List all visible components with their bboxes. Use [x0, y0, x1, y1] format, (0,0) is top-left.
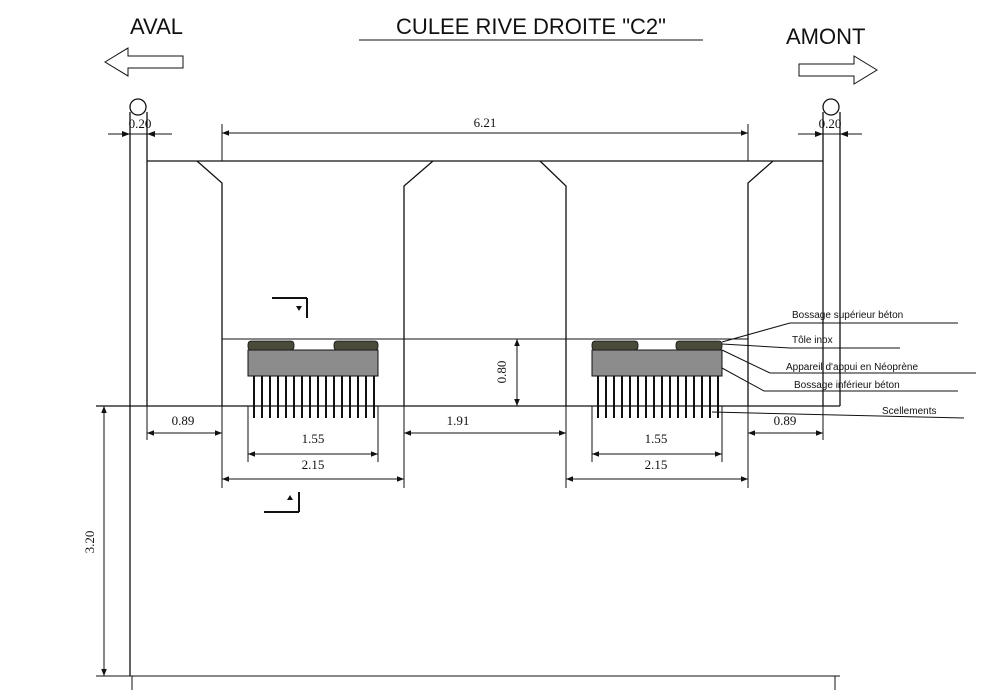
- annotation-bossage-inferieur: Bossage inférieur béton: [721, 367, 958, 392]
- left-direction-label: AVAL: [130, 14, 183, 39]
- section-marker-bottom: [264, 492, 300, 513]
- left-direction-arrow-icon: [104, 47, 184, 77]
- svg-text:6.21: 6.21: [474, 115, 497, 130]
- annotation-appareil-appui: Appareil d'appui en Néoprène: [721, 349, 976, 374]
- right-bearing-group: [591, 340, 723, 418]
- annotation-tole-inox: Tôle inox: [721, 335, 900, 349]
- dim-bearing-height: 0.80: [494, 339, 520, 406]
- annotation-bossage-superieur: Bossage supérieur béton: [721, 310, 958, 343]
- dim-right-overhang: 0.89: [747, 406, 824, 488]
- svg-text:Tôle inox: Tôle inox: [792, 335, 833, 346]
- section-marker-top: [272, 297, 308, 318]
- dim-overall-width: 6.21: [221, 115, 749, 161]
- dim-right-beam-width: 2.15: [566, 457, 748, 482]
- dim-left-overhang: 0.89: [146, 406, 223, 488]
- left-bearing-group: [247, 340, 379, 418]
- drawing-title: CULEE RIVE DROITE "C2": [396, 14, 666, 39]
- dim-left-post-width: 0.20: [108, 116, 172, 137]
- right-direction-arrow-icon: [798, 55, 878, 85]
- svg-text:2.15: 2.15: [645, 457, 668, 472]
- annotation-scellements: Scellements: [711, 406, 965, 419]
- svg-text:0.89: 0.89: [774, 413, 797, 428]
- dim-abutment-height: 3.20: [82, 406, 107, 676]
- svg-text:1.55: 1.55: [645, 431, 668, 446]
- svg-text:Bossage supérieur béton: Bossage supérieur béton: [792, 310, 903, 321]
- dim-right-bearing-width: 1.55: [591, 406, 723, 462]
- right-post: [822, 98, 841, 406]
- right-direction-label: AMONT: [786, 24, 865, 49]
- svg-text:1.55: 1.55: [302, 431, 325, 446]
- dim-left-beam-width: 2.15: [222, 457, 404, 482]
- svg-text:Appareil d'appui en Néoprène: Appareil d'appui en Néoprène: [786, 362, 918, 373]
- svg-text:3.20: 3.20: [82, 531, 97, 554]
- dim-central-gap: 1.91: [403, 406, 567, 488]
- deck-outline: [147, 160, 823, 406]
- svg-text:0.89: 0.89: [172, 413, 195, 428]
- svg-text:Bossage inférieur béton: Bossage inférieur béton: [794, 380, 900, 391]
- svg-text:0.20: 0.20: [819, 116, 842, 131]
- left-post: [129, 98, 148, 676]
- svg-text:1.91: 1.91: [447, 413, 470, 428]
- dim-left-bearing-width: 1.55: [247, 406, 379, 462]
- svg-text:0.20: 0.20: [129, 116, 152, 131]
- svg-text:Scellements: Scellements: [882, 406, 936, 417]
- svg-text:0.80: 0.80: [494, 361, 509, 384]
- svg-text:2.15: 2.15: [302, 457, 325, 472]
- dim-right-post-width: 0.20: [798, 116, 862, 137]
